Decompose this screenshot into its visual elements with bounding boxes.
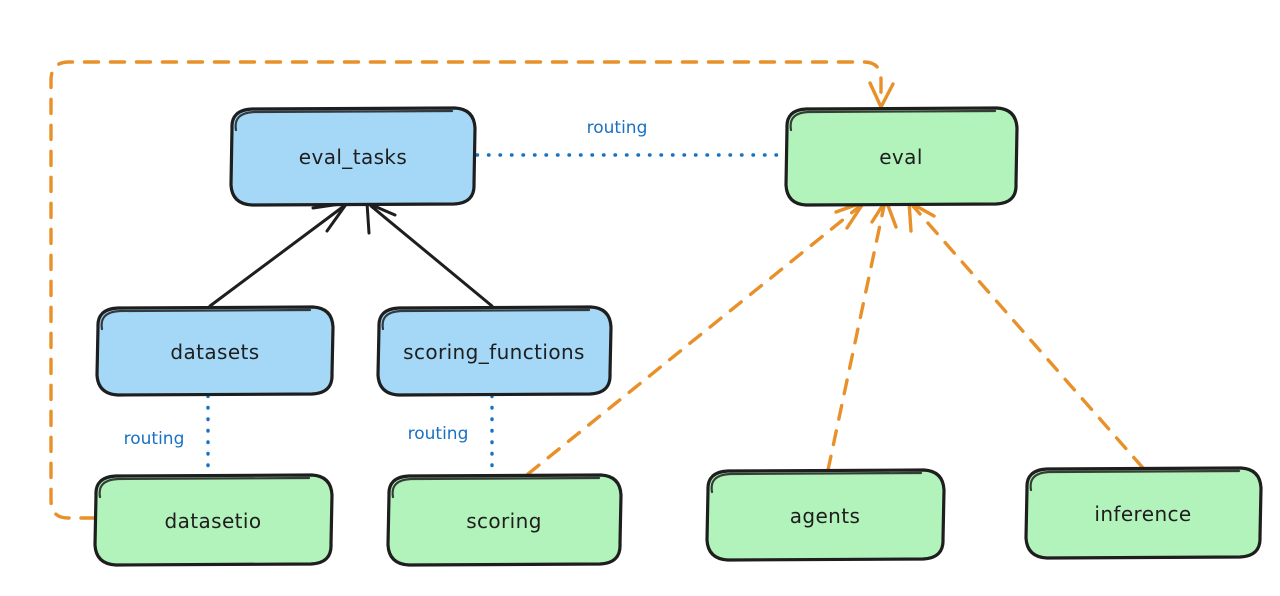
node-inference-label: inference [1094,502,1191,526]
node-agents-label: agents [790,504,861,528]
node-scoring[interactable]: scoring [386,473,623,567]
node-inference-sketch [1029,469,1241,492]
node-scoring-functions-sketch [381,308,591,331]
edge-agents-eval[interactable] [826,198,898,472]
node-eval-tasks-shape [229,106,477,207]
edge-datasets-datasetio[interactable]: routing [124,394,210,475]
edge-label-routing-eval: routing [587,118,648,138]
node-datasets-sketch [100,308,312,331]
node-eval-shape [784,106,1019,207]
node-datasets[interactable]: datasets [95,305,335,397]
edge-inference-eval[interactable] [907,200,1145,470]
node-eval-label: eval [879,145,923,169]
node-eval[interactable]: eval [784,106,1019,207]
edge-datasets-evaltasks[interactable] [208,201,349,308]
node-datasetio-label: datasetio [164,509,261,533]
node-datasetio-sketch [98,476,311,499]
node-agents-sketch [710,471,923,494]
node-scoring-functions-label: scoring_functions [403,340,585,364]
node-datasetio-shape [93,473,334,567]
nodes-layer: eval_tasks eval datasets scoring_functio… [93,106,1263,567]
edge-label-routing-scoring: routing [408,424,469,444]
edge-scoringfunctions-evaltasks[interactable] [365,201,494,308]
edge-datasetio-eval[interactable] [49,60,895,520]
node-agents-shape [705,468,946,562]
node-scoring-functions-shape [376,305,613,397]
node-eval-sketch [789,109,997,132]
node-datasets-shape [95,305,335,397]
node-scoring-label: scoring [466,509,542,533]
node-inference[interactable]: inference [1024,466,1263,560]
node-scoring-shape [386,473,623,567]
edge-evaltasks-eval[interactable]: routing [475,118,786,157]
edges-layer: routing routing routing [49,60,1145,520]
node-agents[interactable]: agents [705,468,946,562]
node-scoring-sketch [391,476,601,499]
node-eval-tasks[interactable]: eval_tasks [229,106,477,207]
node-scoring-functions[interactable]: scoring_functions [376,305,613,397]
node-eval-tasks-label: eval_tasks [299,145,407,169]
node-inference-shape [1024,466,1263,560]
node-datasetio[interactable]: datasetio [93,473,334,567]
node-datasets-label: datasets [170,340,259,364]
edge-scoringfunctions-scoring[interactable]: routing [408,394,494,475]
node-eval-tasks-sketch [234,109,454,132]
edge-label-routing-datasetio: routing [124,429,185,449]
